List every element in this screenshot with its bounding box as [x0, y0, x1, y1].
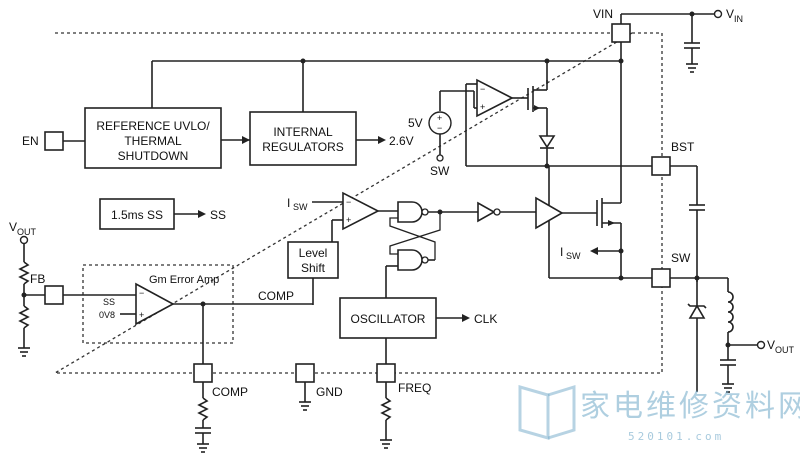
level-text: Level [299, 246, 328, 260]
gm-amp-title: Gm Error Amp [149, 274, 219, 286]
ic-boundary [52, 32, 663, 374]
supply-5v: + − [428, 90, 474, 162]
svg-text:−: − [480, 84, 485, 94]
arrow-icon [242, 136, 250, 144]
vout-sub-right: OUT [775, 345, 795, 355]
fb-pin [44, 285, 64, 305]
isw-sub-top: SW [293, 202, 308, 212]
uvlo-text-3: SHUTDOWN [118, 149, 189, 163]
shift-text: Shift [301, 261, 326, 275]
bst-label: BST [671, 140, 695, 154]
sr-latch [385, 201, 478, 298]
vin-pin [611, 23, 631, 43]
arrow-icon [462, 314, 470, 322]
comp-pin [193, 363, 213, 383]
uvlo-text-2: THERMAL [124, 134, 182, 148]
bst-cap [670, 165, 705, 282]
gnd-pin [295, 363, 315, 383]
freq-pin [376, 363, 396, 383]
soft-start-text: 1.5ms SS [111, 208, 163, 222]
svg-text:+: + [346, 215, 351, 225]
vin-internal [151, 42, 624, 196]
vin-label: V [726, 7, 734, 21]
vin-pin-label: VIN [593, 7, 613, 21]
en-label: EN [22, 134, 39, 148]
reg-out-label: 2.6V [389, 134, 414, 148]
supply-5v-label: 5V [408, 116, 423, 130]
fb-label: FB [30, 272, 45, 286]
freq-pin-label: FREQ [398, 381, 431, 395]
vin-rail [620, 9, 723, 73]
arrow-icon [198, 210, 206, 218]
freq-network [380, 382, 392, 449]
comp-pin-label: COMP [212, 385, 248, 399]
vout-sub-left: OUT [17, 227, 37, 237]
svg-text:−: − [346, 197, 351, 207]
clk-label: CLK [474, 312, 497, 326]
watermark-text: 家电维修资料网 [580, 389, 800, 424]
arrow-icon [378, 136, 386, 144]
comp-net-label: COMP [258, 289, 294, 303]
high-side-driver [535, 166, 652, 281]
watermark: 家电维修资料网 520101.com [518, 384, 800, 443]
uvlo-text-1: REFERENCE UVLO/ [96, 119, 210, 133]
vout-label-left: V [9, 220, 17, 234]
en-pin [44, 131, 64, 151]
internal-regulators-block [249, 111, 357, 166]
gnd-pin-label: GND [316, 385, 343, 399]
isw-label-bottom: I [560, 245, 563, 259]
oscillator-text: OSCILLATOR [351, 312, 426, 326]
current-comparator: − + [312, 191, 398, 242]
watermark-url: 520101.com [628, 430, 724, 443]
isw-label-top: I [287, 196, 290, 210]
ss-out-label: SS [210, 208, 226, 222]
output-stage [670, 275, 766, 393]
feedback-divider [18, 235, 45, 357]
comp-network [195, 382, 211, 453]
driver-amp: − + [465, 61, 660, 169]
gnd-symbol [299, 382, 311, 411]
reference-uvlo-block [84, 107, 222, 169]
svg-text:+: + [480, 102, 485, 112]
svg-text:+: + [139, 310, 144, 320]
reg-text-2: REGULATORS [262, 140, 344, 154]
sw-pin [651, 268, 671, 288]
svg-text:+: + [437, 113, 442, 123]
isw-sub-bottom: SW [566, 251, 581, 261]
inverter [477, 201, 536, 223]
bst-pin [651, 156, 671, 176]
sw-pin-label: SW [671, 251, 691, 265]
soft-start-block [99, 198, 175, 230]
svg-text:−: − [139, 288, 144, 298]
gm-error-amp: − + [63, 282, 313, 364]
gm-0v8-label: 0V8 [99, 310, 115, 320]
sw-ref-label: SW [430, 164, 450, 178]
svg-text:−: − [437, 123, 442, 133]
watermark-book-icon [518, 385, 550, 440]
reg-text-1: INTERNAL [273, 125, 333, 139]
gm-ss-label: SS [103, 297, 115, 307]
vout-label-right: V [767, 338, 775, 352]
vin-sub: IN [734, 14, 743, 24]
